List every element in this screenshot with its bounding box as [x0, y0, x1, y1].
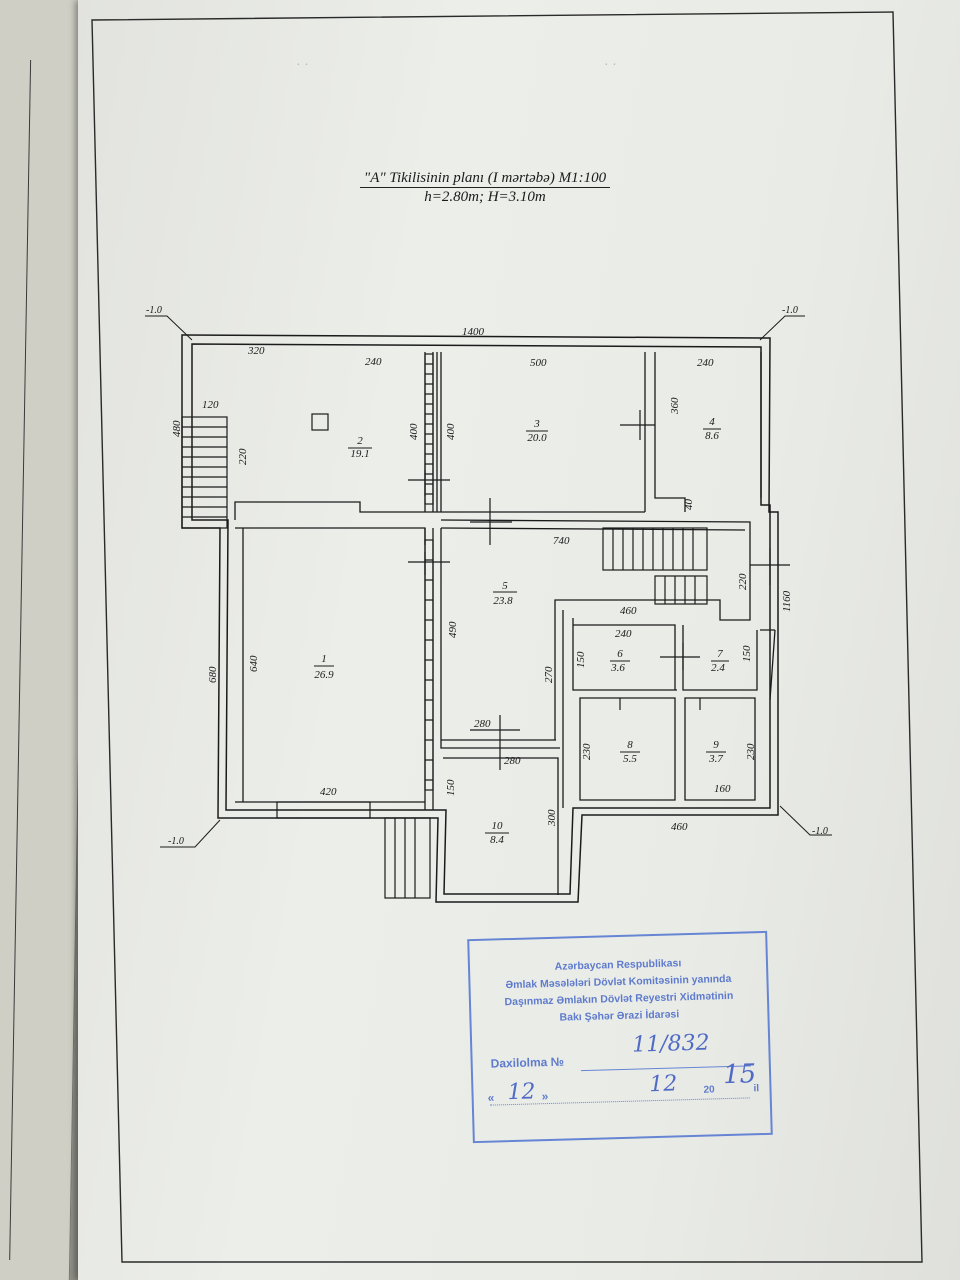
dim-460-bottom: 460 [671, 821, 688, 833]
room-area: 2.4 [711, 662, 725, 674]
dim-220-right: 220 [737, 573, 749, 590]
room-area: 19.1 [350, 448, 369, 460]
faint-mark-right: · · [604, 58, 617, 73]
dim-280-b: 280 [504, 755, 521, 767]
room-8-label: 8 5.5 [620, 739, 640, 765]
dim-680: 680 [207, 666, 219, 683]
faint-mark-left: · · [296, 58, 309, 73]
room-number: 10 [492, 820, 504, 832]
room-5-label: 5 23.8 [493, 580, 517, 607]
stamp-date-close-quote: » [541, 1089, 549, 1104]
drawing-title-main: "A" Tikilisinin planı (I mərtəbə) M1:100 [359, 170, 611, 188]
room-1-label: 1 26.9 [314, 653, 334, 681]
dim-460-mid: 460 [620, 605, 637, 617]
dim-top-total: 1400 [462, 326, 485, 338]
dim-400-a: 400 [408, 423, 420, 440]
room-number: 8 [627, 739, 633, 751]
elevation-leaders [145, 315, 832, 848]
stamp-date-year: 15 [722, 1059, 757, 1091]
dim-740: 740 [553, 535, 570, 547]
dim-420: 420 [320, 786, 337, 798]
room-area: 3.6 [610, 662, 625, 674]
room-area: 8.4 [490, 834, 504, 846]
room-4-label: 4 8.6 [703, 416, 721, 442]
dim-1160: 1160 [781, 590, 793, 612]
dim-640: 640 [248, 655, 260, 672]
room-number: 1 [321, 653, 327, 665]
stamp-date-day: 12 [507, 1079, 536, 1106]
room-6-label: 6 3.6 [610, 648, 630, 674]
room-number: 3 [533, 418, 540, 430]
elevation-nw: -1.0 [146, 305, 162, 316]
room-3-label: 3 20.0 [526, 418, 548, 444]
dimension-labels: 1400 320 240 500 240 120 480 220 400 400… [171, 326, 793, 833]
dim-240-room6: 240 [615, 628, 632, 640]
door-marks [408, 410, 790, 770]
room-area: 20.0 [527, 432, 547, 444]
dim-160: 160 [714, 783, 731, 795]
dim-40: 40 [683, 499, 695, 511]
room-number: 9 [713, 739, 719, 751]
room-number: 6 [617, 648, 623, 660]
drawing-title: "A" Tikilisinin planı (I mərtəbə) M1:100… [330, 170, 640, 206]
room-7-label: 7 2.4 [711, 648, 729, 674]
dim-300: 300 [546, 809, 558, 827]
dim-220-left: 220 [237, 448, 249, 465]
dim-240-room4: 240 [697, 357, 714, 369]
dim-500: 500 [530, 357, 547, 369]
outer-walls [181, 334, 779, 903]
dim-150-b: 150 [741, 645, 753, 662]
stamp-date-century: 20 [703, 1084, 715, 1096]
dim-360: 360 [669, 397, 681, 415]
dim-230-a: 230 [581, 743, 593, 760]
stamp-date-suffix: il [753, 1083, 760, 1095]
room-number: 4 [709, 416, 715, 428]
dim-480: 480 [171, 420, 183, 437]
elevation-ne: -1.0 [782, 305, 798, 316]
room-area: 5.5 [623, 753, 637, 765]
dim-320: 320 [247, 345, 265, 357]
stairs [181, 353, 708, 899]
room-number: 5 [502, 580, 508, 592]
dim-150-c: 150 [445, 779, 457, 796]
dim-490: 490 [447, 621, 459, 638]
dim-150-a: 150 [575, 651, 587, 668]
room-number: 7 [717, 648, 723, 660]
drawing-title-heights: h=2.80m; H=3.10m [424, 189, 546, 205]
elevation-labels: -1.0 -1.0 -1.0 -1.0 [146, 305, 828, 847]
room-area: 8.6 [705, 430, 719, 442]
elevation-se: -1.0 [812, 826, 828, 837]
dim-270: 270 [543, 666, 555, 683]
room-area: 3.7 [708, 753, 723, 765]
elevation-sw: -1.0 [168, 836, 184, 847]
document-page [78, 0, 960, 1280]
room-area: 23.8 [493, 595, 513, 607]
dim-400-b: 400 [445, 423, 457, 440]
room-9-label: 9 3.7 [706, 739, 726, 765]
stamp-registration-label: Daxilolma № [490, 1054, 565, 1071]
stamp-date-open-quote: « [487, 1090, 495, 1105]
room-10-label: 10 8.4 [485, 820, 509, 846]
room-area: 26.9 [314, 669, 334, 681]
dim-240-room2: 240 [365, 356, 382, 368]
registry-stamp: Azərbaycan Respublikası Əmlak Məsələləri… [467, 930, 773, 1144]
inner-walls [234, 352, 776, 895]
stamp-registration-number: 11/832 [631, 1030, 710, 1058]
room-number: 2 [357, 435, 363, 447]
dim-120: 120 [202, 399, 219, 411]
dim-280-a: 280 [474, 718, 491, 730]
room-2-label: 2 19.1 [348, 435, 372, 460]
room-labels: 1 26.9 2 19.1 3 20.0 4 8.6 5 23.8 6 3.6 [314, 416, 729, 846]
stamp-date-month: 12 [648, 1071, 678, 1098]
dim-230-b: 230 [745, 743, 757, 760]
